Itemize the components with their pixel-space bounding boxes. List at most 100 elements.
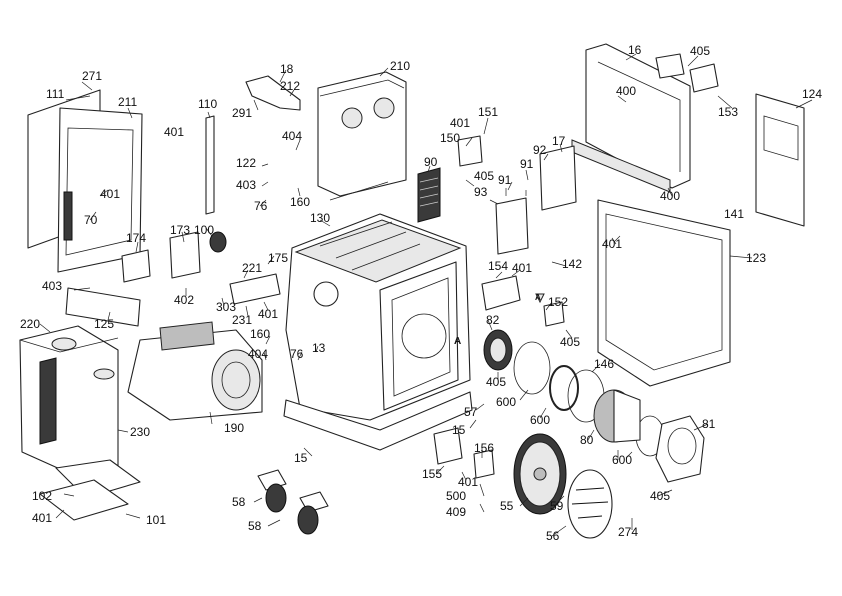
- water-tank: [317, 71, 407, 201]
- callout-label: 58: [248, 519, 262, 533]
- back-panel: [755, 93, 805, 227]
- callout-label: 401: [32, 511, 52, 525]
- callout-label: 59: [550, 499, 564, 513]
- grille: [417, 167, 441, 223]
- callout-label: 81: [702, 417, 716, 431]
- callout-label: 16: [628, 43, 642, 57]
- callout-label: 401: [100, 187, 120, 201]
- callout-label: 404: [282, 129, 302, 143]
- callout-label: 401: [602, 237, 622, 251]
- callout-label: 93: [474, 185, 488, 199]
- callout-label: 173: [170, 223, 190, 237]
- callout-label: 146: [594, 357, 614, 371]
- callout-label: 151: [478, 105, 498, 119]
- callout-label: 155: [422, 467, 442, 481]
- callout-label: 291: [232, 106, 252, 120]
- hubcap: [567, 469, 613, 539]
- callout-label: 141: [724, 207, 744, 221]
- callout-label: 101: [146, 513, 166, 527]
- handle-frame: [571, 43, 691, 193]
- callout-label: 231: [232, 313, 252, 327]
- part-callouts: 16 405 124 400 153 271 111 211 18 212 29…: [20, 43, 822, 543]
- callout-label: 401: [512, 261, 532, 275]
- callout-label: 152: [548, 295, 568, 309]
- callout-label: 18: [280, 62, 294, 76]
- callout-label: 401: [164, 125, 184, 139]
- callout-label: 123: [746, 251, 766, 265]
- callout-label: 160: [250, 327, 270, 341]
- handle-bracket: [245, 75, 301, 111]
- caster-wheel-b: [297, 491, 329, 535]
- callout-label: 211: [118, 95, 137, 109]
- callout-label: 76: [254, 199, 268, 213]
- callout-label: 212: [280, 79, 300, 93]
- callout-label: 55: [500, 499, 514, 513]
- callout-label: 70: [84, 213, 98, 227]
- callout-label: 102: [32, 489, 52, 503]
- base-plate: [39, 459, 141, 521]
- caster-wheel-a: [257, 469, 287, 513]
- callout-label: 82: [486, 313, 500, 327]
- leader-lines: [39, 53, 813, 537]
- pump-motor: [127, 321, 263, 421]
- wheel: [513, 433, 567, 515]
- callout-label: 404: [248, 347, 268, 361]
- callout-label: 600: [612, 453, 632, 467]
- main-cabinet: [283, 213, 473, 451]
- callout-label: 100: [194, 223, 214, 237]
- callout-label: 91: [520, 157, 534, 171]
- callout-label: 15: [452, 423, 466, 437]
- callout-label: 500: [446, 489, 466, 503]
- callout-label: 58: [232, 495, 246, 509]
- callout-label: 409: [446, 505, 466, 519]
- fan-cover: [655, 415, 705, 483]
- callout-label: 274: [618, 525, 638, 539]
- callout-label: 271: [82, 69, 102, 83]
- callout-label: 210: [390, 59, 410, 73]
- callout-label: 401: [258, 307, 278, 321]
- callout-label: 111: [46, 87, 65, 101]
- callout-label: 91: [498, 173, 512, 187]
- callout-label: 403: [236, 178, 256, 192]
- callout-label: 17: [552, 134, 566, 148]
- right-side-panel: [597, 199, 731, 387]
- callout-label: 303: [216, 300, 236, 314]
- bracket-strip: [205, 115, 215, 215]
- callout-label: 160: [290, 195, 310, 209]
- callout-label: 90: [424, 155, 438, 169]
- callout-label: 125: [94, 317, 114, 331]
- callout-label: 142: [562, 257, 582, 271]
- callout-label: 153: [718, 105, 738, 119]
- callout-label: 13: [312, 341, 326, 355]
- vacuum-pump: [593, 389, 641, 443]
- callout-label: 56: [546, 529, 560, 543]
- callout-label: 220: [20, 317, 40, 331]
- callout-label: 405: [486, 375, 506, 389]
- callout-label: 600: [530, 413, 550, 427]
- callout-label: 124: [802, 87, 822, 101]
- callout-label: 405: [560, 335, 580, 349]
- callout-label: 400: [616, 84, 636, 98]
- callout-label: 174: [126, 231, 146, 245]
- callout-label: 130: [310, 211, 330, 225]
- fan-guard: [483, 329, 513, 371]
- callout-label: 122: [236, 156, 256, 170]
- callout-label: 156: [474, 441, 494, 455]
- callout-label: 405: [690, 44, 710, 58]
- callout-label: 15: [294, 451, 308, 465]
- side-door-panel: [27, 89, 143, 273]
- callout-label: 600: [496, 395, 516, 409]
- small-parts: [65, 53, 719, 479]
- callout-label: 401: [458, 475, 478, 489]
- callout-label: 154: [488, 259, 508, 273]
- callout-label: 76: [290, 347, 304, 361]
- assembly-marker: A A: [454, 293, 545, 347]
- callout-label: 150: [440, 131, 460, 145]
- callout-label: 401: [450, 116, 470, 130]
- callout-label: 402: [174, 293, 194, 307]
- marker-a-1: A: [535, 293, 541, 302]
- callout-label: 190: [224, 421, 244, 435]
- callout-label: 405: [474, 169, 494, 183]
- callout-label: 80: [580, 433, 594, 447]
